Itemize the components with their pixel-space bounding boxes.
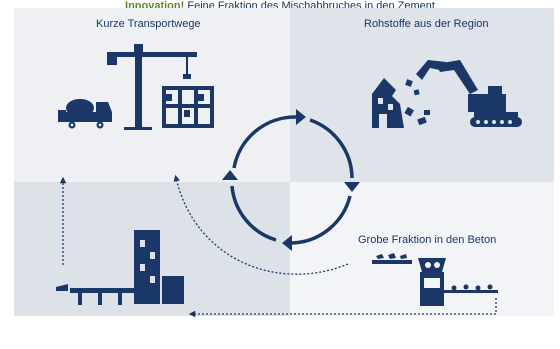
label-regional-raw-materials: Rohstoffe aus der Region (364, 18, 489, 30)
label-coarse-fraction: Grobe Fraktion in den Beton (358, 234, 497, 246)
excavator-icon (416, 60, 522, 127)
tower-crane-icon (107, 44, 197, 130)
quadrant-raw-materials (290, 8, 554, 182)
building-frame-icon (162, 86, 214, 128)
cycle-arrows-icon (222, 109, 360, 251)
conveyor-icon (372, 253, 498, 293)
label-short-transport: Kurze Transportwege (96, 18, 201, 30)
crusher-icon (418, 258, 446, 306)
flow-arrows-dotted (59, 174, 497, 318)
demolished-house-icon (372, 78, 430, 128)
cement-plant-icon (56, 230, 184, 305)
concrete-mixer-truck-icon (58, 99, 112, 129)
quadrant-transport (14, 8, 290, 182)
